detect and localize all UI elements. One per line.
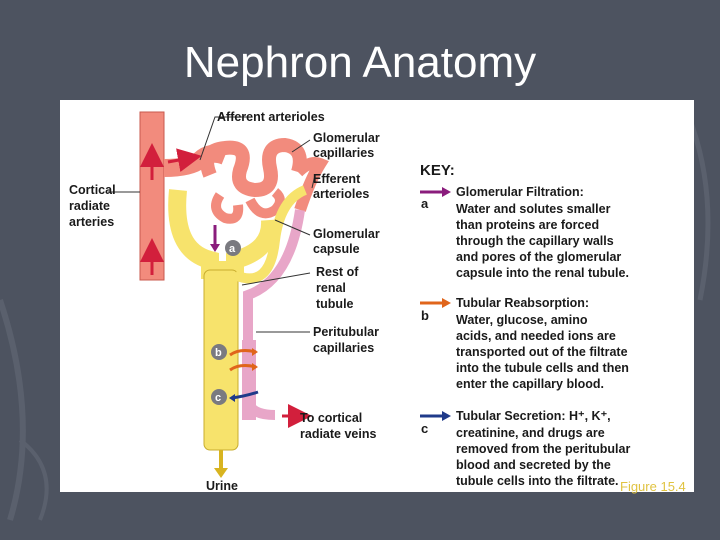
key-secretion-line-1: creatinine, and drugs are (456, 426, 605, 440)
label-cortical-2: radiate (69, 199, 110, 213)
glomerular-capsule (168, 189, 280, 279)
marker-c-letter: c (215, 392, 221, 404)
nephron-diagram: a b c Afferent arterioles Glomerular cap… (69, 110, 630, 492)
key-filtration-line-1: Water and solutes smaller (456, 202, 611, 216)
key-secretion-line-2: removed from the peritubular (456, 442, 630, 456)
key-heading: KEY: (420, 162, 455, 179)
glomerulus (200, 137, 307, 224)
key-filtration-line-2: than proteins are forced (456, 218, 599, 232)
label-cortical-3: arteries (69, 215, 114, 229)
label-afferent-arterioles: Afferent arterioles (217, 110, 325, 124)
nephron-figure: a b c Afferent arterioles Glomerular cap… (60, 100, 694, 492)
key-secretion-title: Tubular Secretion: H⁺, K⁺, (456, 409, 611, 423)
marker-b (211, 344, 227, 360)
label-glom-capsule-2: capsule (313, 242, 360, 256)
label-peritubular-2: capillaries (313, 341, 374, 355)
label-urine: Urine (206, 479, 238, 492)
label-efferent-1: Efferent (313, 172, 361, 186)
key-letter-b: b (421, 308, 429, 323)
label-to-cortical-1: To cortical (300, 411, 362, 425)
label-rest-tubule-2: renal (316, 281, 346, 295)
leader-lines (108, 116, 316, 333)
figure-reference: Figure 15.4 (620, 479, 686, 494)
key-reabsorption-line-2: acids, and needed ions are (456, 329, 616, 343)
flow-arrow-right-1 (167, 148, 202, 172)
marker-a-letter: a (229, 243, 236, 255)
key-reabsorption-line-4: into the tubule cells and then (456, 361, 629, 375)
label-cortical-1: Cortical (69, 183, 116, 197)
key-reabsorption-line-3: transported out of the filtrate (456, 345, 628, 359)
slide-title: Nephron Anatomy (183, 38, 537, 87)
key-letter-a: a (421, 196, 429, 211)
key-secretion-line-3: blood and secreted by the (456, 458, 611, 472)
key-letter-c: c (421, 421, 428, 436)
key-reabsorption-line-1: Water, glucose, amino (456, 313, 588, 327)
key-secretion-line-4: tubule cells into the filtrate. (456, 474, 619, 488)
label-to-cortical-2: radiate veins (300, 427, 376, 441)
key-filtration-line-5: capsule into the renal tubule. (456, 266, 629, 280)
label-rest-tubule-1: Rest of (316, 265, 359, 279)
label-peritubular-1: Peritubular (313, 325, 379, 339)
label-efferent-2: arterioles (313, 187, 369, 201)
peritubular-capillaries (243, 209, 305, 420)
renal-tubule (203, 269, 239, 451)
marker-a (225, 240, 241, 256)
label-rest-tubule-3: tubule (316, 297, 354, 311)
key-filtration-line-3: through the capillary walls (456, 234, 614, 248)
key-filtration-title: Glomerular Filtration: (456, 185, 584, 199)
label-glomerular-capillaries-2: capillaries (313, 146, 374, 160)
marker-c (211, 389, 227, 405)
label-glom-capsule-1: Glomerular (313, 227, 380, 241)
key-reabsorption-line-5: enter the capillary blood. (456, 377, 604, 391)
key-filtration-line-4: and pores of the glomerular (456, 250, 621, 264)
label-glomerular-capillaries-1: Glomerular (313, 131, 380, 145)
key-reabsorption-title: Tubular Reabsorption: (456, 296, 589, 310)
marker-b-letter: b (215, 347, 222, 359)
